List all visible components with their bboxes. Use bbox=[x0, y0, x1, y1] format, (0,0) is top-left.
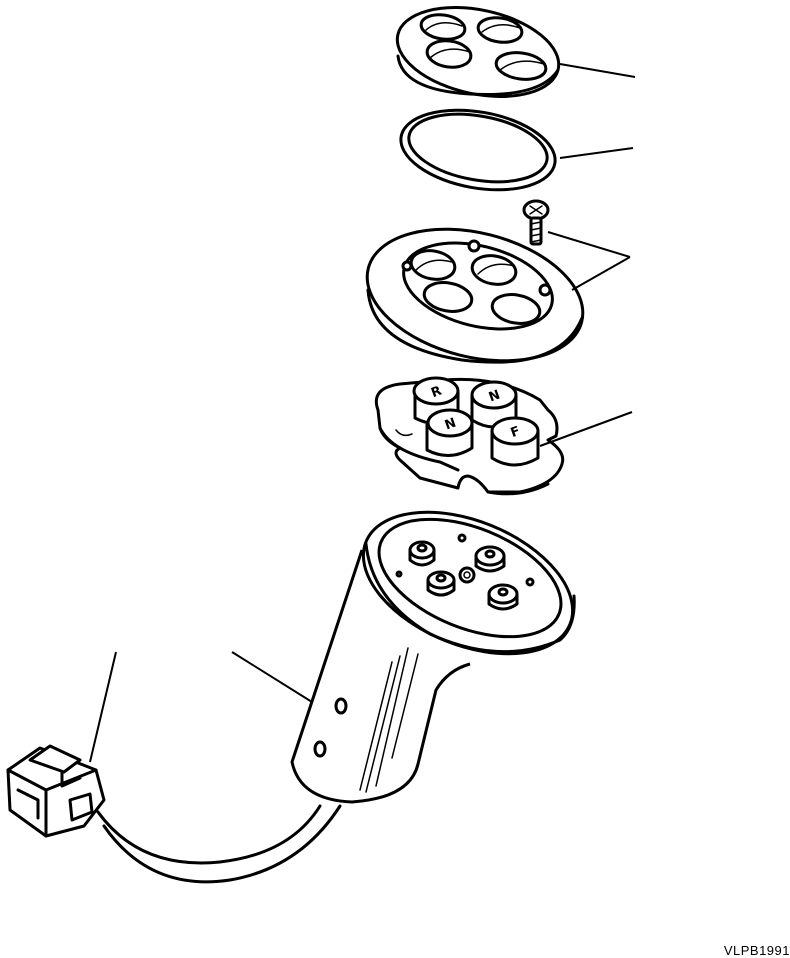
grip-handle-housing bbox=[290, 510, 576, 804]
drawing-reference-code: VLPB1991 bbox=[723, 943, 790, 958]
button-n-upper-marking: N bbox=[487, 387, 502, 405]
button-n-lower-marking: N bbox=[443, 415, 458, 433]
cover-plate bbox=[395, 6, 561, 98]
retainer-plate bbox=[365, 227, 585, 364]
button-n-lower: N bbox=[425, 408, 474, 457]
button-r-marking: R bbox=[429, 384, 444, 402]
o-ring-leader bbox=[559, 147, 634, 159]
switch-post bbox=[408, 540, 436, 567]
retainer-plate-leader bbox=[571, 256, 631, 291]
button-f: F bbox=[490, 416, 540, 467]
cover-plate-leader bbox=[559, 63, 636, 78]
switch-button-assembly-leader bbox=[539, 411, 633, 447]
switch-button-assembly: R N N F bbox=[374, 376, 565, 496]
screw bbox=[522, 199, 550, 246]
wire-harness-connector bbox=[6, 744, 342, 884]
o-ring bbox=[399, 108, 557, 192]
grip-handle-housing-leader bbox=[231, 651, 313, 703]
screw-leader bbox=[547, 231, 631, 258]
switch-post bbox=[487, 583, 519, 611]
wire-harness-connector-leader bbox=[89, 651, 117, 763]
switch-post bbox=[426, 570, 456, 597]
switch-post bbox=[474, 545, 506, 573]
